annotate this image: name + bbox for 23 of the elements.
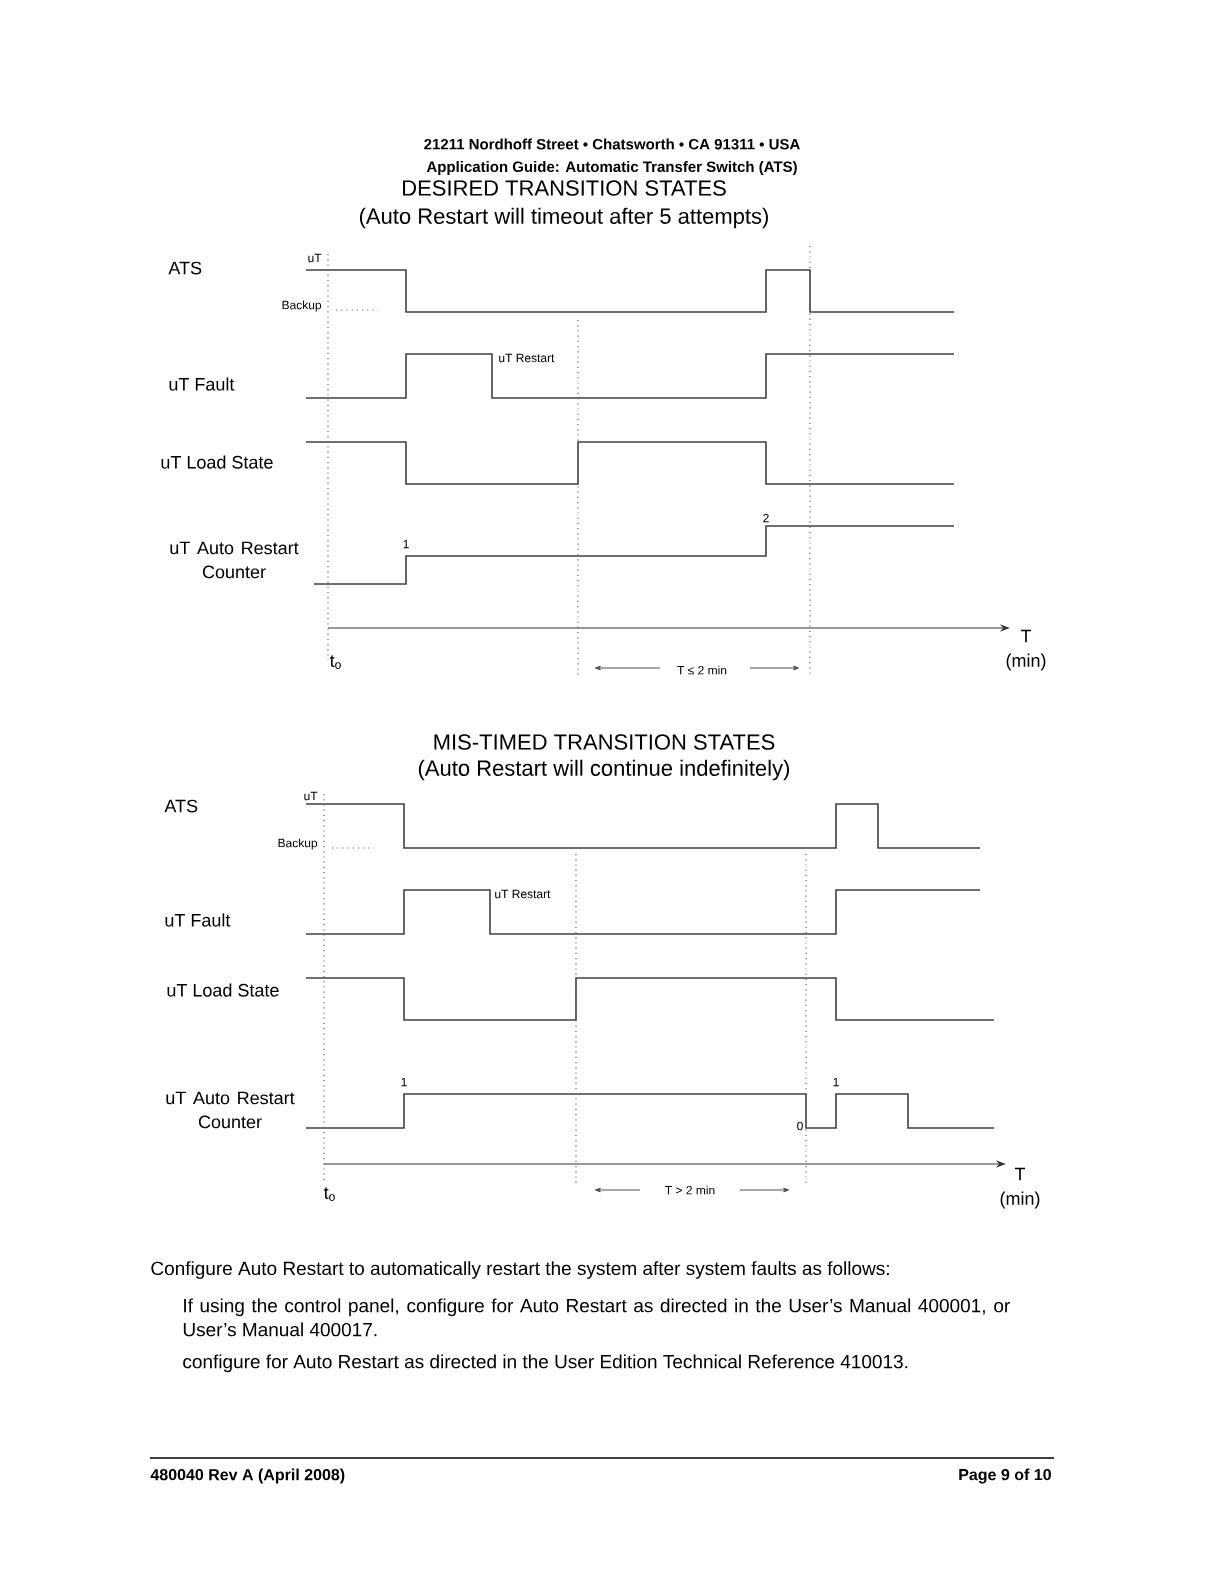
signal-label: uT Fault — [169, 377, 235, 391]
axis-label: (min) — [1000, 1191, 1040, 1209]
axis-label: T — [1014, 1167, 1026, 1181]
signal-label: uT Load State — [167, 983, 279, 997]
axis-label: T — [1020, 629, 1032, 643]
chart-title: MIS-TIMED TRANSITION STATES — [434, 734, 775, 750]
footer-text: Page 9 of 10 — [959, 1468, 1051, 1484]
signal-label: uT Auto Restart Counter — [170, 541, 299, 579]
signal-label: uT Fault — [165, 913, 231, 927]
body-text: Configure Auto Restart to automatically restart the system after system faults as follows: — [151, 1261, 889, 1279]
chart-subtitle: (Auto Restart will timeout after 5 attempts) — [359, 207, 768, 229]
signal-label: uT Load State — [161, 455, 273, 469]
chart-title: DESIRED TRANSITION STATES — [403, 180, 726, 196]
time-origin-label: t$_{o}$ — [323, 1187, 335, 1201]
signal-label: ATS — [164, 799, 198, 813]
axis-label: (min) — [1006, 653, 1046, 671]
chart-subtitle: (Auto Restart will continue indefinitely) — [418, 759, 790, 781]
time-origin-label: t$_{o}$ — [329, 655, 341, 669]
signal-label: ATS — [168, 261, 202, 275]
footer-text: 480040 Rev A (April 2008) — [150, 1468, 345, 1484]
body-text: configure for Auto Restart as directed in the User Edition Technical Reference 410013. — [183, 1354, 908, 1373]
body-text: If using the control panel, configure for Auto Restart as directed in the User’s Manual 400001, or User’s Manual 400017. — [183, 1298, 1010, 1337]
signal-label: uT Auto Restart Counter — [166, 1091, 295, 1129]
